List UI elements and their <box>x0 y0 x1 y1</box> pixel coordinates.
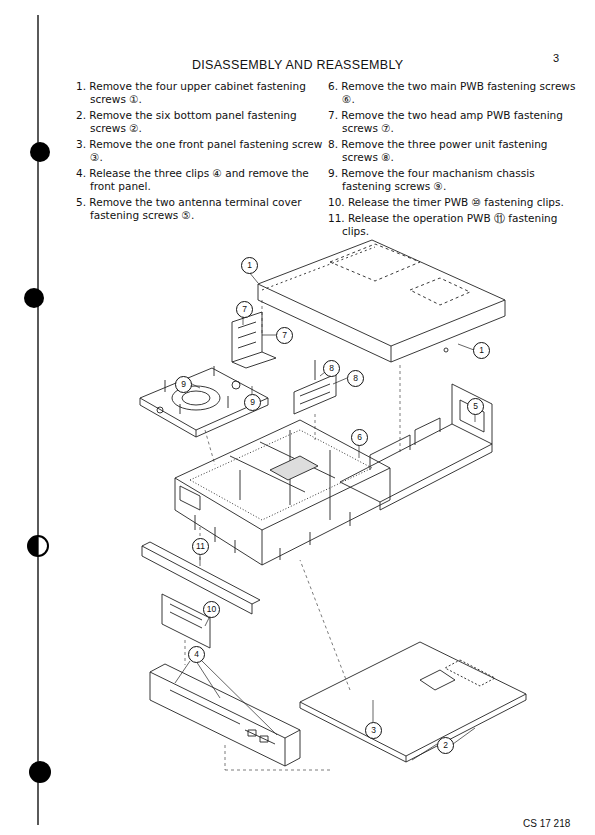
callout-number: 3 <box>365 722 382 739</box>
callout-number: 6 <box>351 429 368 446</box>
instruction-step: 5. Remove the two antenna terminal cover… <box>76 196 330 222</box>
instruction-step: 10. Release the timer PWB ⑩ fastening cl… <box>328 196 582 209</box>
page-number: 3 <box>553 52 559 64</box>
callout-number: 9 <box>175 376 192 393</box>
callout-number: 11 <box>192 538 209 555</box>
callout-number: 2 <box>437 737 454 754</box>
callout-number: 7 <box>276 327 293 344</box>
callout-number: 10 <box>203 601 220 618</box>
callout-number: 1 <box>241 257 258 274</box>
instruction-step: 2. Remove the six bottom panel fastening… <box>76 109 330 135</box>
instruction-step: 6. Remove the two main PWB fastening scr… <box>328 80 582 106</box>
callout-number: 1 <box>473 342 490 359</box>
callout-number: 4 <box>188 646 205 663</box>
document-code: CS 17 218 <box>523 818 570 829</box>
callout-number: 8 <box>323 360 340 377</box>
instruction-step: 1. Remove the four upper cabinet fasteni… <box>76 80 330 106</box>
instruction-step: 8. Remove the three power unit fastening… <box>328 138 582 164</box>
instruction-step: 4. Release the three clips ④ and remove … <box>76 167 330 193</box>
callout-number: 5 <box>467 398 484 415</box>
instruction-step: 11. Release the operation PWB ⑪ fastenin… <box>328 212 582 238</box>
callout-number: 9 <box>244 394 261 411</box>
instruction-step: 9. Remove the four machanism chassis fas… <box>328 167 582 193</box>
instruction-step: 3. Remove the one front panel fastening … <box>76 138 330 164</box>
callout-number: 8 <box>347 370 364 387</box>
page-title: DISASSEMBLY AND REASSEMBLY <box>192 58 403 72</box>
instruction-step: 7. Remove the two head amp PWB fastening… <box>328 109 582 135</box>
callout-number: 7 <box>236 301 253 318</box>
